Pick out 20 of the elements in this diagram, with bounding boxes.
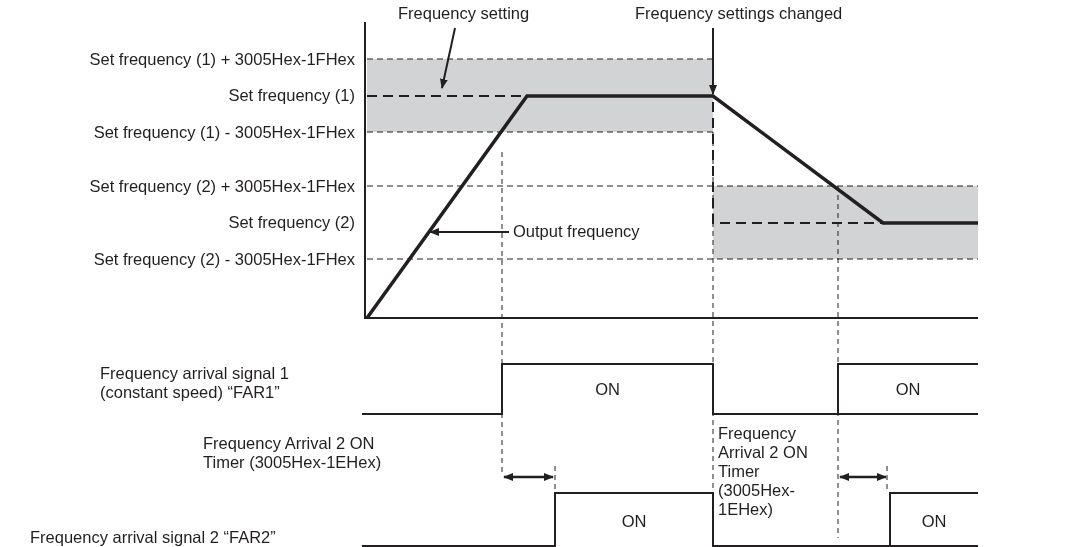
state-label: ON: [594, 380, 621, 399]
axis-label: Set frequency (1) - 3005Hex-1FHex: [93, 123, 355, 142]
state-label: ON: [894, 380, 922, 399]
leader-line: [429, 228, 510, 236]
state-label: ON: [620, 512, 648, 531]
signal-name: Frequency arrival signal 2 “FAR2”: [30, 528, 276, 547]
axis-label: Set frequency (1) + 3005Hex-1FHex: [89, 50, 355, 69]
callout-text: Frequency settings changed: [635, 4, 843, 23]
callout-text: Output frequency: [513, 222, 640, 241]
signal-name: Frequency arrival signal 1 (constant speed) “FAR1”: [100, 364, 290, 402]
axis-label: Set frequency (1): [228, 86, 355, 105]
axis-label: Set frequency (2) + 3005Hex-1FHex: [89, 177, 355, 196]
axis-label: Set frequency (2): [228, 213, 355, 232]
axis-label: Set frequency (2) - 3005Hex-1FHex: [93, 250, 355, 269]
timer-label: Frequency Arrival 2 ON Timer (3005Hex-1EHex): [203, 434, 383, 472]
leader-line: [709, 27, 717, 95]
timer-label: Frequency Arrival 2 ON Timer (3005Hex-1EHex): [718, 424, 809, 519]
state-label: ON: [920, 512, 948, 531]
callout-text: Frequency setting: [398, 4, 530, 23]
leader-line: [440, 27, 456, 89]
